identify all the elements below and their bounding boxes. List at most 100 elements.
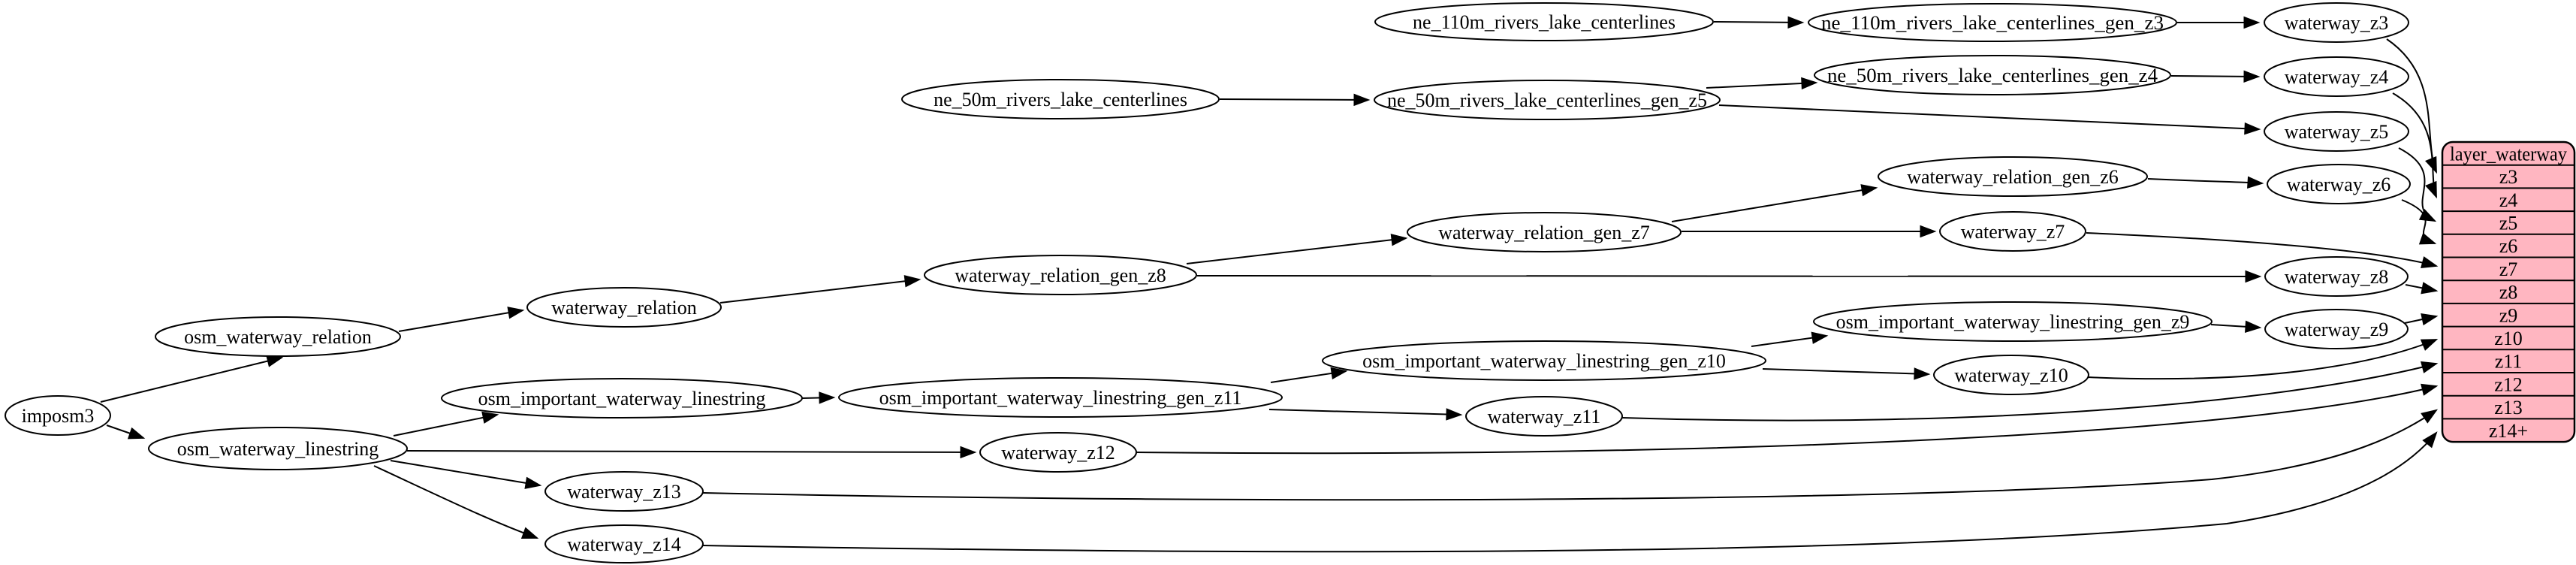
node-ellipse-waterway_z6 [2267,164,2411,204]
node-imposm3: imposm3 [5,395,111,436]
edge-waterway_z13-to-layer_waterway:z13 [702,409,2439,501]
edges-layer [100,16,2439,553]
node-ellipse-osm_important_waterway_linestring [441,378,803,418]
edge-osm_important_waterway_linestring_gen_z11-to-osm_important_waterway_linestring_gen_z10 [1270,367,1348,383]
table-row-z12: z12 [2494,373,2523,395]
edge-osm_important_waterway_linestring_gen_z11-to-waterway_z11 [1268,408,1463,421]
node-ne_50m_rivers_lake_centerlines: ne_50m_rivers_lake_centerlines [901,79,1220,119]
node-waterway_z10: waterway_z10 [1933,355,2089,395]
edge-ne_110m_rivers_lake_centerlines-to-ne_110m_rivers_lake_centerlines_gen_z3 [1713,16,1805,29]
node-ellipse-waterway_relation [526,287,722,328]
node-label-waterway_z6: waterway_z6 [2287,174,2391,195]
edge-waterway_z6-to-layer_waterway:z6 [2401,199,2437,245]
edge-osm_important_waterway_linestring_gen_z9-to-waterway_z9 [2210,320,2262,334]
node-ellipse-osm_important_waterway_linestring_gen_z11 [838,377,1283,418]
node-ellipse-osm_important_waterway_linestring_gen_z9 [1813,301,2213,342]
edge-waterway_z10-to-layer_waterway:z10 [2087,339,2439,380]
node-waterway_relation_gen_z6: waterway_relation_gen_z6 [1878,156,2148,197]
node-label-waterway_z3: waterway_z3 [2285,12,2389,34]
table-row-z9: z9 [2499,304,2518,326]
node-ellipse-ne_50m_rivers_lake_centerlines_gen_z5 [1374,80,1721,120]
node-waterway_z6: waterway_z6 [2267,164,2411,204]
node-osm_waterway_relation: osm_waterway_relation [155,316,401,357]
table-outline [2441,140,2576,443]
node-label-osm_waterway_linestring: osm_waterway_linestring [177,438,379,460]
edge-osm_waterway_linestring-to-waterway_z14 [373,465,539,539]
node-ne_110m_rivers_lake_centerlines: ne_110m_rivers_lake_centerlines [1374,2,1714,41]
table-row-z6: z6 [2499,235,2518,257]
edge-waterway_z14-to-layer_waterway:z14+ [702,431,2438,553]
node-ellipse-osm_waterway_linestring [148,427,408,470]
node-waterway_z11: waterway_z11 [1465,396,1623,437]
node-waterway_relation_gen_z8: waterway_relation_gen_z8 [924,255,1197,295]
table-row-z7: z7 [2499,258,2518,280]
node-label-waterway_z7: waterway_z7 [1961,221,2065,243]
edge-waterway_relation-to-waterway_relation_gen_z8 [719,275,922,304]
table-title: layer_waterway [2450,143,2567,165]
edge-osm_important_waterway_linestring_gen_z10-to-osm_important_waterway_linestring_gen_z9 [1751,331,1829,347]
node-label-osm_important_waterway_linestring_gen_z9: osm_important_waterway_linestring_gen_z9 [1836,311,2190,333]
node-waterway_z4: waterway_z4 [2264,56,2409,97]
edge-imposm3-to-osm_waterway_linestring [106,425,146,440]
edge-waterway_z7-to-layer_waterway:z7 [2086,232,2439,268]
node-waterway_relation: waterway_relation [526,287,722,328]
node-label-ne_110m_rivers_lake_centerlines: ne_110m_rivers_lake_centerlines [1413,11,1676,33]
node-label-waterway_z9: waterway_z9 [2285,319,2389,340]
node-ellipse-waterway_z7 [1939,211,2086,252]
edge-waterway_z4-to-layer_waterway:z4 [2392,92,2437,199]
node-label-waterway_relation: waterway_relation [551,297,696,319]
node-ellipse-waterway_relation_gen_z8 [924,255,1197,295]
table-layer_waterway: layer_waterwayz3z4z5z6z7z8z9z10z11z12z13… [2441,140,2576,443]
node-ellipse-waterway_z4 [2264,56,2409,97]
node-label-osm_important_waterway_linestring_gen_z10: osm_important_waterway_linestring_gen_z1… [1362,350,1726,372]
node-ellipse-waterway_z3 [2264,2,2409,43]
edge-waterway_z5-to-layer_waterway:z5 [2398,147,2437,222]
node-osm_important_waterway_linestring_gen_z9: osm_important_waterway_linestring_gen_z9 [1813,301,2213,342]
node-waterway_z14: waterway_z14 [544,524,704,563]
node-ne_50m_rivers_lake_centerlines_gen_z5: ne_50m_rivers_lake_centerlines_gen_z5 [1374,80,1721,120]
node-ellipse-ne_110m_rivers_lake_centerlines [1374,2,1714,41]
node-label-osm_important_waterway_linestring: osm_important_waterway_linestring [478,388,766,409]
node-waterway_relation_gen_z7: waterway_relation_gen_z7 [1407,212,1682,252]
edge-osm_waterway_relation-to-waterway_relation [398,307,525,332]
node-ellipse-waterway_z14 [544,524,704,563]
edge-waterway_relation_gen_z7-to-waterway_relation_gen_z6 [1671,184,1878,222]
node-ellipse-waterway_z12 [979,432,1137,473]
edge-osm_waterway_linestring-to-waterway_z13 [390,460,542,489]
node-waterway_z9: waterway_z9 [2264,309,2409,349]
node-ellipse-waterway_relation_gen_z7 [1407,212,1682,252]
node-osm_important_waterway_linestring_gen_z10: osm_important_waterway_linestring_gen_z1… [1322,340,1766,381]
node-ellipse-imposm3 [5,395,111,436]
edge-osm_important_waterway_linestring_gen_z10-to-waterway_z10 [1762,367,1931,380]
node-waterway_z13: waterway_z13 [544,471,704,512]
node-label-waterway_z14: waterway_z14 [567,533,681,555]
edge-osm_important_waterway_linestring-to-osm_important_waterway_linestring_gen_z11 [801,391,836,404]
node-ellipse-osm_important_waterway_linestring_gen_z10 [1322,340,1766,381]
node-ellipse-waterway_z13 [544,471,704,512]
edge-waterway_relation_gen_z6-to-waterway_z6 [2147,176,2264,189]
edge-waterway_z11-to-layer_waterway:z11 [1621,361,2439,421]
edge-ne_50m_rivers_lake_centerlines_gen_z4-to-waterway_z4 [2170,70,2261,83]
table-row-z8: z8 [2499,282,2518,304]
node-osm_important_waterway_linestring_gen_z11: osm_important_waterway_linestring_gen_z1… [838,377,1283,418]
table-layer: layer_waterwayz3z4z5z6z7z8z9z10z11z12z13… [2441,140,2576,443]
edge-waterway_z12-to-layer_waterway:z12 [1136,383,2439,455]
edge-osm_waterway_linestring-to-osm_important_waterway_linestring [393,411,499,437]
node-ne_110m_rivers_lake_centerlines_gen_z3: ne_110m_rivers_lake_centerlines_gen_z3 [1808,3,2177,42]
table-row-z10: z10 [2494,328,2523,349]
node-waterway_z5: waterway_z5 [2264,111,2409,152]
node-osm_important_waterway_linestring: osm_important_waterway_linestring [441,378,803,418]
table-row-z3: z3 [2499,166,2518,188]
edge-ne_50m_rivers_lake_centerlines-to-ne_50m_rivers_lake_centerlines_gen_z5 [1219,93,1371,107]
table-row-z11: z11 [2495,351,2523,373]
node-ellipse-waterway_z11 [1465,396,1623,437]
edge-waterway_z3-to-layer_waterway:z3 [2386,38,2437,174]
node-label-waterway_z4: waterway_z4 [2285,66,2389,88]
table-row-z4: z4 [2499,189,2518,211]
node-label-ne_50m_rivers_lake_centerlines_gen_z5: ne_50m_rivers_lake_centerlines_gen_z5 [1387,89,1707,111]
nodes-layer: imposm3 osm_waterway_relation waterway_rel… [5,2,2411,563]
table-row-z13: z13 [2494,397,2523,418]
edge-osm_waterway_linestring-to-waterway_z12 [406,446,977,459]
node-ellipse-waterway_z10 [1933,355,2089,395]
